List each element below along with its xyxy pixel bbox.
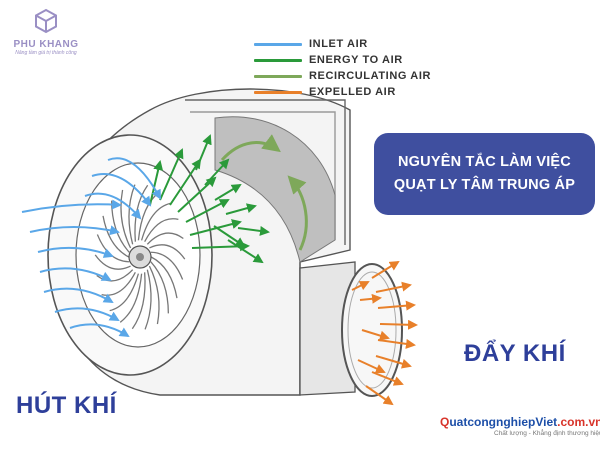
impeller-blade xyxy=(150,261,170,314)
expelled-arrow xyxy=(351,281,370,291)
expelled-arrow xyxy=(365,385,394,406)
expelled-arrow xyxy=(377,300,416,311)
expelled-air-arrows xyxy=(351,260,418,406)
impeller-blade xyxy=(96,269,134,282)
energy-arrow xyxy=(225,203,257,215)
logo-cube-icon xyxy=(35,8,57,34)
expelled-arrow xyxy=(357,359,386,374)
intake-label: HÚT KHÍ xyxy=(16,392,117,419)
legend-item: ENERGY TO AIR xyxy=(254,52,431,68)
energy-arrow xyxy=(185,199,230,223)
legend-label: ENERGY TO AIR xyxy=(309,54,403,66)
brand-logo: PHU KHANG Nâng tầm giá trị thành công xyxy=(6,8,86,56)
impeller-blade xyxy=(150,256,178,299)
watermark-site: QuatcongnghiepViet.com.vn xyxy=(440,415,600,429)
watermark-q: Q xyxy=(440,415,450,429)
inlet-arrow xyxy=(91,172,152,207)
inlet-arrow xyxy=(21,199,122,213)
legend-swatch xyxy=(254,42,302,46)
impeller-blade xyxy=(146,232,184,245)
expelled-arrow xyxy=(361,329,390,341)
legend-swatch xyxy=(254,58,302,62)
impeller-blade xyxy=(109,273,140,312)
impeller-blade xyxy=(102,215,130,258)
energy-arrow xyxy=(189,219,242,236)
energy-arrow xyxy=(227,239,264,264)
energy-arrow xyxy=(214,183,242,201)
expelled-arrow xyxy=(375,355,412,369)
legend-label: INLET AIR xyxy=(309,38,368,50)
legend-label: EXPELLED AIR xyxy=(309,86,396,98)
watermark-tagline: Chất lượng - Khẳng định thương hiệu xyxy=(494,430,600,437)
watermark-rest: uatcongnghiepViet xyxy=(449,415,558,429)
impeller-blade xyxy=(140,202,171,241)
inlet-arrow xyxy=(37,246,114,258)
expelled-arrow xyxy=(371,260,400,279)
recirculating-air-arrows xyxy=(220,134,308,251)
inlet-air-arrows xyxy=(21,157,161,338)
inlet-arrow xyxy=(39,267,112,281)
energy-arrow xyxy=(204,158,230,186)
impeller-blade xyxy=(131,272,146,330)
inlet-arrow xyxy=(84,192,142,220)
inlet-arrow xyxy=(54,307,120,321)
impeller-blade xyxy=(94,254,131,270)
expelled-arrow xyxy=(379,319,418,330)
title-line-2: QUẠT LY TÂM TRUNG ÁP xyxy=(393,177,576,193)
expelled-arrow xyxy=(359,293,382,304)
energy-arrow xyxy=(177,176,217,213)
energy-arrow xyxy=(169,158,202,206)
energy-arrow xyxy=(195,134,212,171)
inlet-arrow xyxy=(107,157,161,200)
expelled-arrow xyxy=(375,281,412,293)
inlet-arrow xyxy=(43,287,114,304)
inlet-arrow xyxy=(69,323,130,338)
legend-item: RECIRCULATING AIR xyxy=(254,68,431,84)
expelled-arrow xyxy=(377,338,416,349)
outlet-duct xyxy=(299,261,403,397)
title-line-1: NGUYÊN TẮC LÀM VIỆC xyxy=(398,154,571,170)
expelled-arrow xyxy=(371,371,404,386)
watermark-domain: .com.vn xyxy=(557,415,600,429)
impeller-blade xyxy=(128,184,136,245)
legend-label: RECIRCULATING AIR xyxy=(309,70,432,82)
impeller-blade xyxy=(149,244,186,260)
exhaust-label: ĐẨY KHÍ xyxy=(464,340,566,367)
energy-to-air-arrows xyxy=(149,134,270,264)
watermark: QuatcongnghiepViet.com.vn Chất lượng - K… xyxy=(440,415,600,437)
energy-arrow xyxy=(213,225,246,248)
impeller-blade xyxy=(150,251,184,280)
impeller-blade xyxy=(120,189,132,249)
impeller-blade xyxy=(144,269,152,330)
energy-arrow xyxy=(149,160,164,206)
brand-name: PHU KHANG xyxy=(13,39,79,50)
title-box: NGUYÊN TẮC LÀM VIỆC QUẠT LY TÂM TRUNG ÁP xyxy=(374,133,595,215)
legend-swatch xyxy=(254,74,302,78)
brand-tagline: Nâng tầm giá trị thành công xyxy=(15,50,77,56)
energy-arrow xyxy=(237,225,270,236)
impeller-blade xyxy=(144,218,179,243)
legend: INLET AIR ENERGY TO AIR RECIRCULATING AIR E… xyxy=(254,36,431,100)
fan-impeller-icon xyxy=(47,134,213,376)
energy-arrow xyxy=(159,148,184,201)
impeller-blade xyxy=(148,265,160,325)
legend-swatch xyxy=(254,90,302,94)
legend-item: EXPELLED AIR xyxy=(254,84,431,100)
inlet-arrow xyxy=(29,225,120,236)
legend-item: INLET AIR xyxy=(254,36,431,52)
impeller-blade xyxy=(119,273,143,323)
